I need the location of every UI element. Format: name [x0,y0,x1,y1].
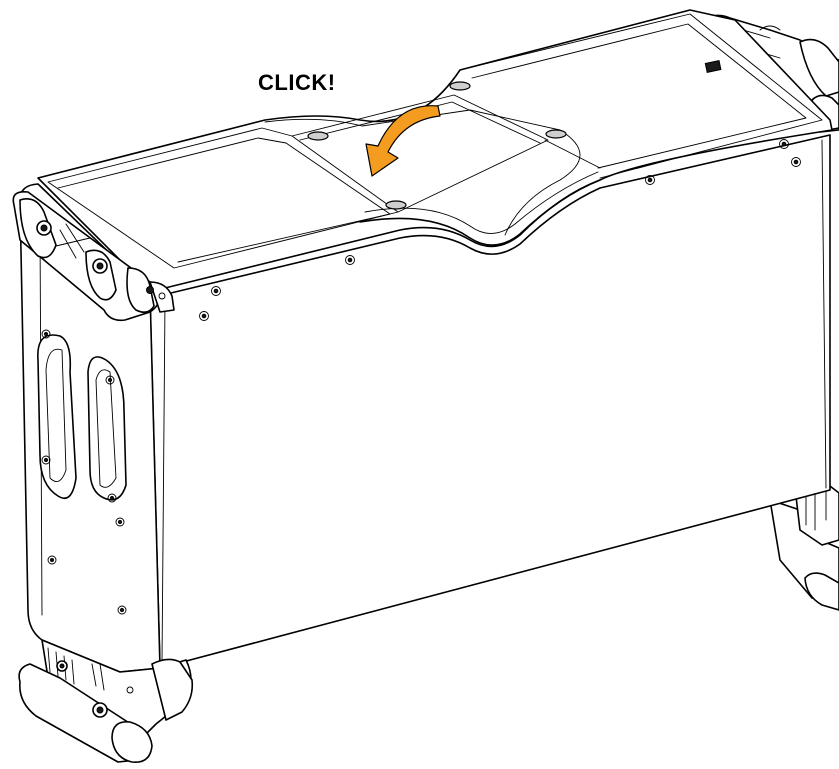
orange-curved-arrow-icon [365,105,441,177]
top-panel [37,9,833,291]
click-arrow [365,105,441,177]
front-left-rigging [12,190,175,322]
front-face [149,134,831,669]
front-screws [199,139,801,321]
click-callout-label: CLICK! [258,70,336,95]
front-left-foot [18,639,194,763]
